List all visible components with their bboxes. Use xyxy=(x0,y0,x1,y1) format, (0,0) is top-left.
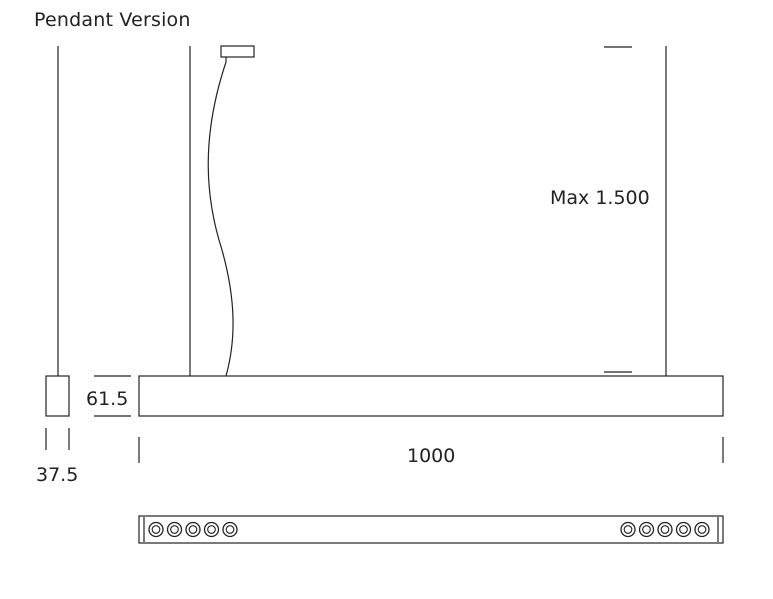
led-lens-right-5 xyxy=(694,521,710,538)
led-lens-right-2 xyxy=(638,521,655,538)
power-cable xyxy=(207,61,234,377)
led-lens-left-2 xyxy=(166,521,183,538)
led-lens-left-4 xyxy=(203,521,220,538)
led-lens-inner-left-2 xyxy=(170,525,179,534)
led-lens-inner-left-3 xyxy=(188,525,198,534)
led-lens-inner-right-1 xyxy=(623,525,633,534)
bottom-view-body xyxy=(138,515,724,544)
led-lens-left-5 xyxy=(222,521,238,538)
led-lens-right-1 xyxy=(620,521,636,538)
led-lens-right-3 xyxy=(657,521,673,538)
bottom-view xyxy=(138,515,724,544)
led-lens-inner-left-4 xyxy=(207,525,216,534)
body-length-label: 1000 xyxy=(407,445,455,467)
page-title: Pendant Version xyxy=(34,9,191,31)
led-lens-left-1 xyxy=(148,521,164,538)
body-height-label: 61.5 xyxy=(86,388,128,410)
led-lens-left-3 xyxy=(185,521,201,538)
led-array xyxy=(148,521,710,538)
side-view-body xyxy=(45,375,70,417)
led-lens-inner-left-1 xyxy=(151,525,161,534)
luminaire-body xyxy=(138,375,724,417)
front-view xyxy=(138,45,724,463)
ceiling-canopy xyxy=(220,45,255,58)
led-lens-inner-right-2 xyxy=(642,525,651,534)
body-width-label: 37.5 xyxy=(36,464,78,486)
led-lens-right-4 xyxy=(675,521,692,538)
led-lens-inner-left-5 xyxy=(225,525,235,534)
side-view xyxy=(45,46,131,450)
led-lens-inner-right-3 xyxy=(660,525,670,534)
led-lens-inner-right-4 xyxy=(679,525,688,534)
suspension-max-label: Max 1.500 xyxy=(550,187,650,209)
led-lens-inner-right-5 xyxy=(697,525,707,534)
